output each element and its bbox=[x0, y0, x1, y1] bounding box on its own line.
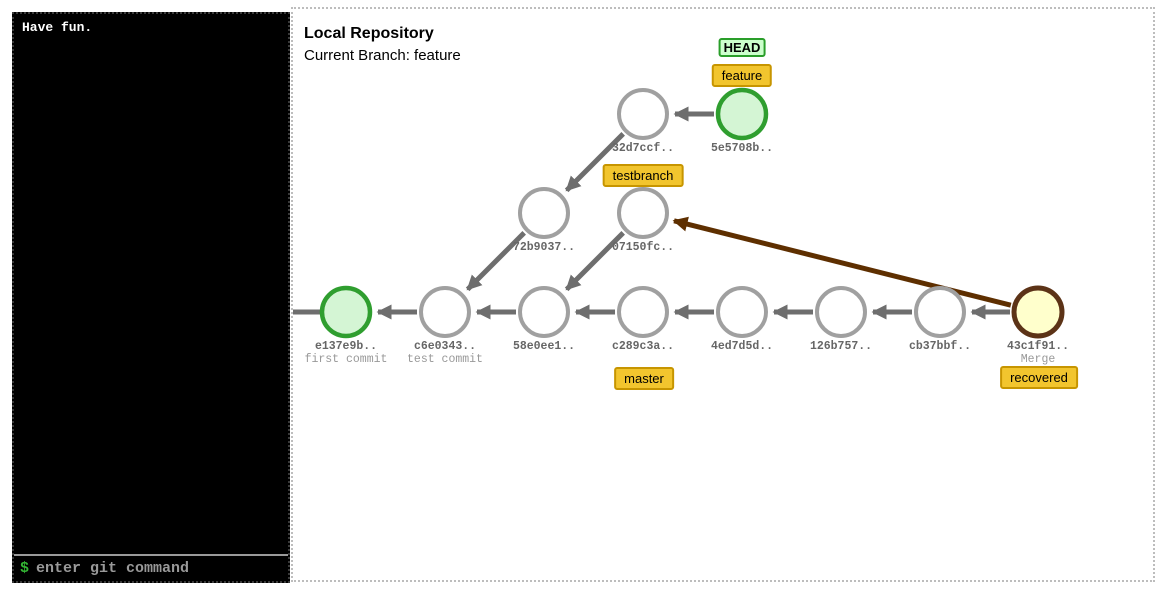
command-prompt-bar: $ bbox=[14, 554, 288, 581]
branch-tag-testbranch: testbranch bbox=[602, 164, 684, 187]
commit-node bbox=[518, 187, 570, 239]
commit-id-label: 4ed7d5d.. bbox=[711, 340, 773, 353]
canvas-header: Local Repository Current Branch: feature bbox=[304, 23, 461, 66]
commit-id-label: cb37bbf.. bbox=[909, 340, 971, 353]
commit-id-label: 72b9037.. bbox=[513, 241, 575, 254]
commit-node bbox=[716, 286, 768, 338]
commit-id-label: 126b757.. bbox=[810, 340, 872, 353]
commit-node bbox=[518, 286, 570, 338]
terminal-panel: Have fun. $ bbox=[12, 12, 290, 583]
repository-canvas: e137e9b..first commit c6e0343..test commi… bbox=[291, 7, 1155, 582]
commit-id-label: e137e9b.. bbox=[315, 340, 377, 353]
branch-tag-master: master bbox=[614, 367, 674, 390]
commit-message-label: test commit bbox=[407, 353, 483, 366]
commit-node bbox=[319, 285, 373, 339]
commit-node bbox=[815, 286, 867, 338]
commit-graph: e137e9b..first commit c6e0343..test commi… bbox=[293, 87, 1069, 366]
terminal-output: Have fun. bbox=[22, 20, 93, 35]
parent-arrow bbox=[564, 231, 625, 292]
commit-node bbox=[1011, 285, 1065, 339]
commit-node bbox=[914, 286, 966, 338]
canvas-title: Local Repository bbox=[304, 25, 434, 42]
commit-message-label: first commit bbox=[305, 353, 388, 366]
commit-id-label: c6e0343.. bbox=[414, 340, 476, 353]
commit-node bbox=[419, 286, 471, 338]
commit-message-label: Merge bbox=[1021, 353, 1056, 366]
commit-id-label: 5e5708b.. bbox=[711, 142, 773, 155]
commit-id-label: 07150fc.. bbox=[612, 241, 674, 254]
current-branch-label: Current Branch: feature bbox=[304, 47, 461, 64]
prompt-symbol: $ bbox=[20, 560, 30, 577]
commit-id-label: 32d7ccf.. bbox=[612, 142, 674, 155]
parent-arrow bbox=[465, 231, 526, 292]
parent-arrow bbox=[564, 132, 625, 193]
commit-id-label: 58e0ee1.. bbox=[513, 340, 575, 353]
commit-node bbox=[715, 87, 769, 141]
commit-node bbox=[617, 88, 669, 140]
commit-node bbox=[617, 187, 669, 239]
branch-tag-recovered: recovered bbox=[1000, 366, 1078, 389]
git-command-input[interactable] bbox=[36, 560, 282, 577]
commit-id-label: c289c3a.. bbox=[612, 340, 674, 353]
commit-id-label: 43c1f91.. bbox=[1007, 340, 1069, 353]
commit-node bbox=[617, 286, 669, 338]
head-tag: HEAD bbox=[718, 38, 766, 57]
branch-tag-feature: feature bbox=[711, 64, 773, 87]
